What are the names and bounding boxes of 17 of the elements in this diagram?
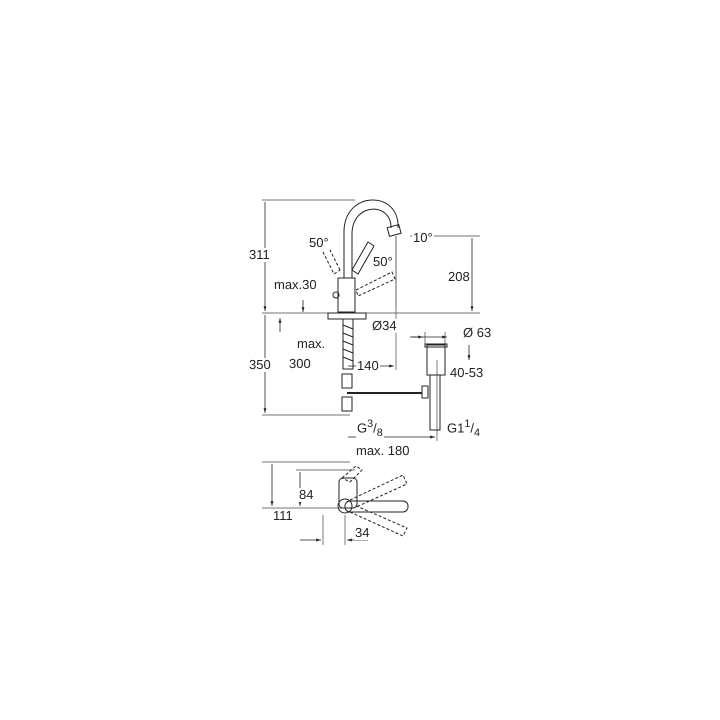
dimension-label: G$^{3}$/$_{8}$	[356, 417, 384, 440]
dimension-label: 140	[356, 359, 380, 373]
dimension-label: 300	[288, 357, 312, 371]
dimension-label: 208	[447, 270, 471, 284]
dimension-label: 40-53	[449, 366, 484, 380]
dimension-label: 50°	[308, 236, 330, 250]
dimension-label: max. 180	[355, 444, 410, 458]
dimension-label: 311	[248, 248, 271, 262]
dimension-label: 34	[354, 526, 370, 540]
dimension-label: 350	[248, 358, 272, 372]
dimension-label: 10°	[412, 231, 434, 245]
dimension-label: Ø 63	[462, 326, 492, 340]
dimension-label: 84	[298, 488, 314, 502]
dimension-label: 111	[272, 509, 294, 523]
dimension-label: Ø34	[371, 319, 398, 333]
dimension-label: 50°	[372, 255, 394, 269]
dimension-label: max.30	[273, 278, 318, 292]
